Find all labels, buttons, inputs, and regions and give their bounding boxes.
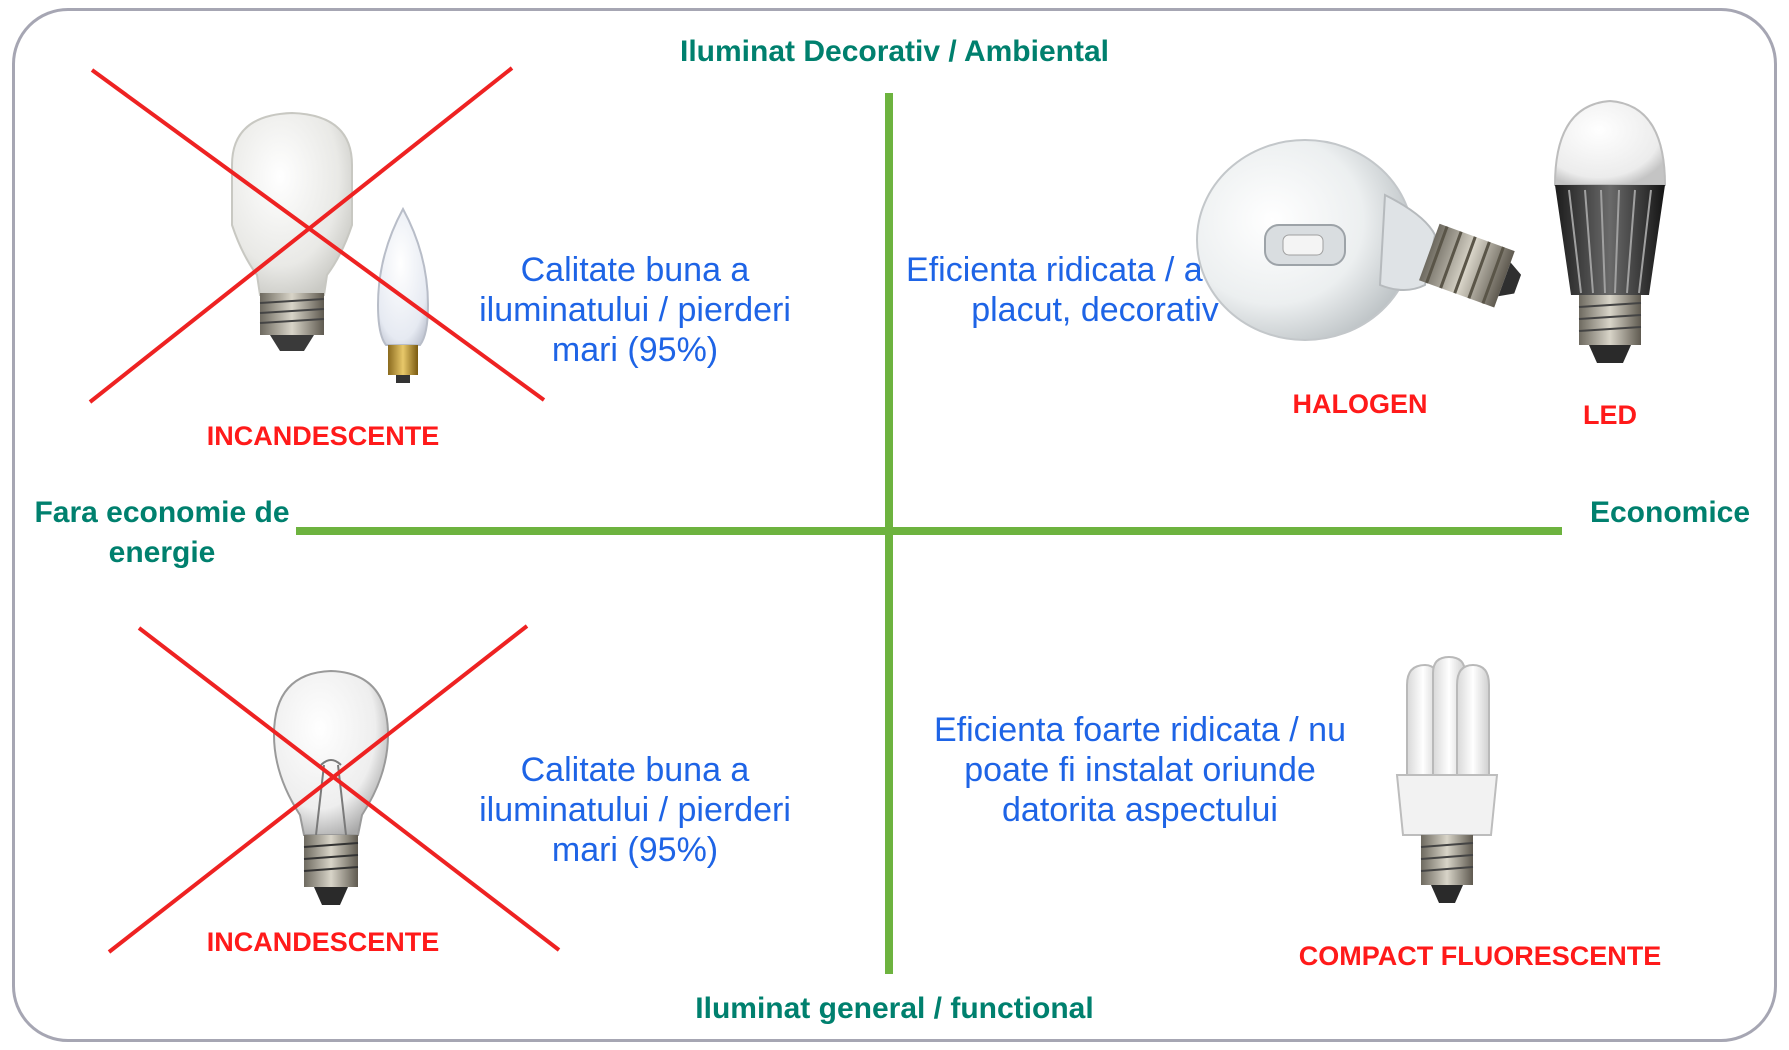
cross-mark-icon: [88, 66, 546, 404]
halogen-label: HALOGEN: [1292, 389, 1428, 419]
frosted-bulb-icon: [231, 111, 353, 351]
vertical-axis: [885, 93, 893, 974]
halogen-bulb-icon: [1196, 139, 1522, 341]
quadrant-bottom-right-description: Eficienta foarte ridicata / nu poate fi …: [933, 711, 1346, 829]
cfl-bulb-icon: [1395, 655, 1499, 903]
quadrant-top-right-description: Eficienta ridicata / aspect placut, deco…: [906, 251, 1284, 329]
axis-label-top: Iluminat Decorativ / Ambiental: [680, 35, 1109, 68]
quadrant-bottom-left-description: Calitate buna a iluminatului / pierderi …: [479, 751, 791, 869]
axis-label-bottom: Iluminat general / functional: [695, 992, 1094, 1025]
quadrant-bottom-left-label: INCANDESCENTE: [206, 927, 440, 957]
axis-label-right: Economice: [1589, 496, 1751, 529]
led-label: LED: [1583, 400, 1637, 430]
cross-mark-icon: [107, 624, 561, 954]
quadrant-bottom-right-label: COMPACT FLUORESCENTE: [1298, 941, 1662, 971]
horizontal-axis: [296, 527, 1562, 535]
quadrant-top-left-label: INCANDESCENTE: [206, 421, 440, 451]
axis-label-left: Fara economie de energie: [34, 496, 290, 569]
led-bulb-icon: [1553, 99, 1667, 363]
candle-bulb-icon: [376, 206, 430, 383]
clear-bulb-icon: [272, 669, 390, 905]
quadrant-top-left-description: Calitate buna a iluminatului / pierderi …: [479, 251, 791, 369]
